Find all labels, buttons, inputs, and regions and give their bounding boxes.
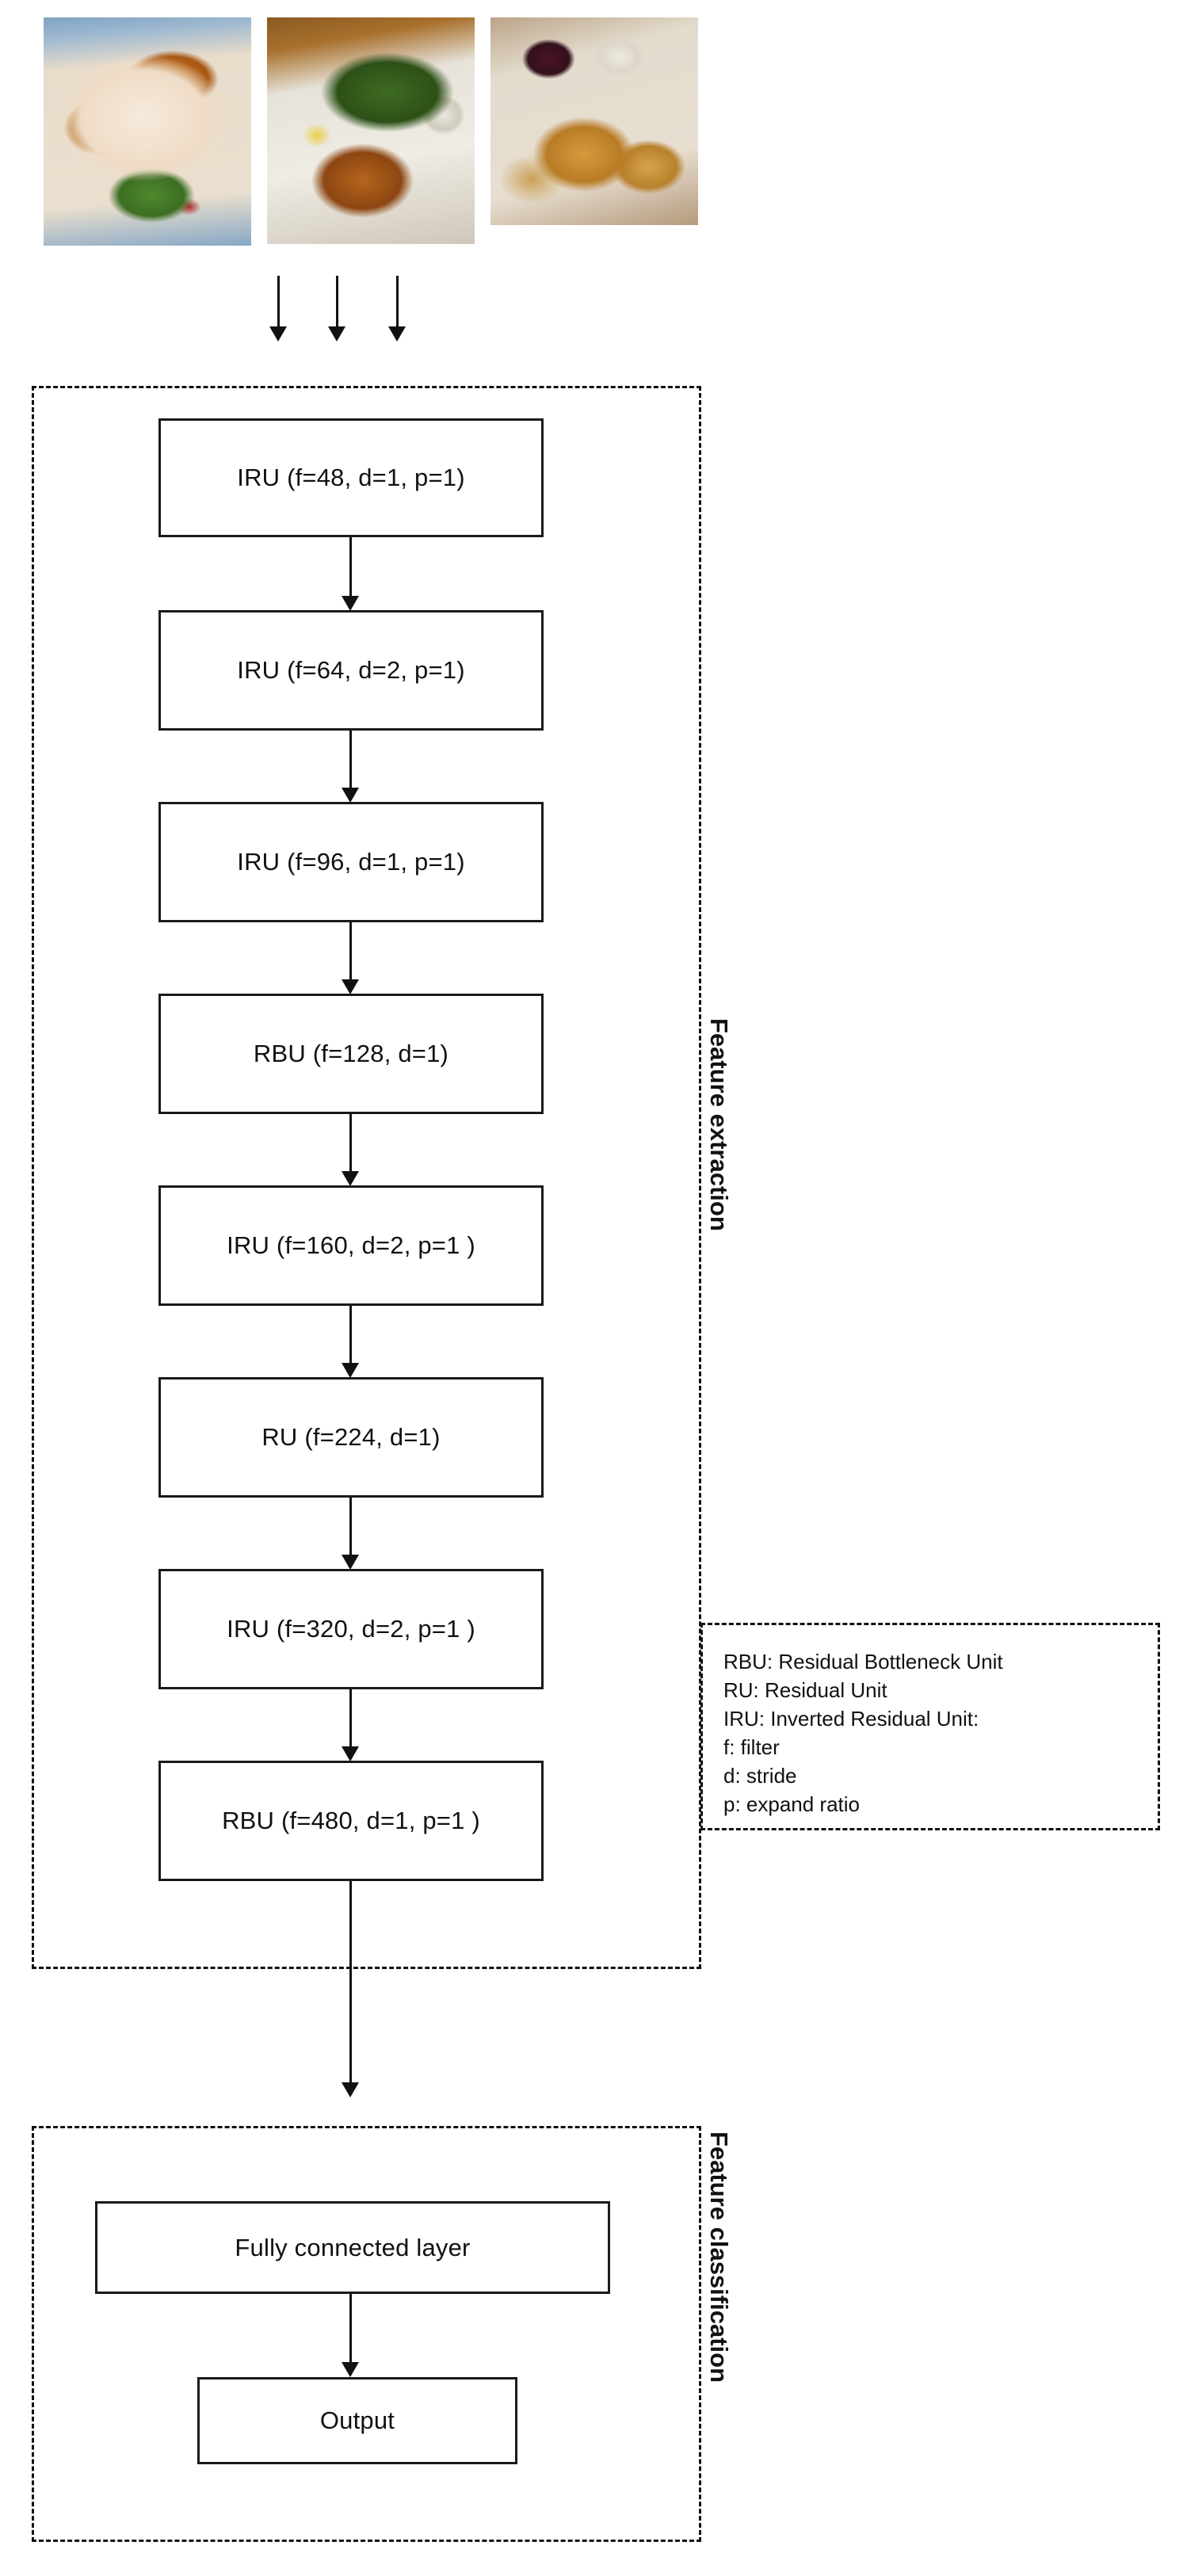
block-rbu-480-label: RBU (f=480, d=1, p=1 ) [222,1807,480,1834]
block-iru-48: IRU (f=48, d=1, p=1) [158,418,544,537]
block-ru-224: RU (f=224, d=1) [158,1377,544,1498]
food-photo-3 [490,17,698,225]
legend-line-rbu: RBU: Residual Bottleneck Unit [723,1650,1003,1673]
block-output-label: Output [319,2406,395,2434]
block-ru-224-label: RU (f=224, d=1) [261,1423,441,1451]
edge-to-classification-head [342,2082,359,2097]
feature-extraction-label: Feature extraction [705,1018,733,1231]
edge-2-head [342,788,359,803]
legend-line-d: d: stride [723,1764,797,1788]
edge-3-line [349,922,352,984]
feature-extraction-container [32,386,701,1969]
block-iru-64-label: IRU (f=64, d=2, p=1) [237,656,465,684]
block-iru-160-label: IRU (f=160, d=2, p=1 ) [227,1231,475,1259]
edge-6-head [342,1555,359,1570]
block-iru-48-label: IRU (f=48, d=1, p=1) [237,464,465,491]
input-arrow-2-line [336,276,338,331]
edge-7-line [349,1689,352,1751]
legend-line-ru: RU: Residual Unit [723,1678,887,1702]
edge-to-classification-line [349,1881,352,2087]
feature-classification-container [32,2126,701,2542]
block-rbu-128: RBU (f=128, d=1) [158,994,544,1114]
edge-5-line [349,1306,352,1368]
legend-line-p: p: expand ratio [723,1792,861,1816]
block-iru-96: IRU (f=96, d=1, p=1) [158,802,544,922]
edge-fc-to-output-line [349,2294,352,2367]
input-arrow-3-line [396,276,399,331]
block-iru-96-label: IRU (f=96, d=1, p=1) [237,848,465,876]
input-arrow-1-head [269,326,287,342]
block-fully-connected-layer: Fully connected layer [95,2201,610,2294]
edge-1-line [349,537,352,601]
edge-5-head [342,1363,359,1378]
feature-classification-label: Feature classification [705,2131,733,2383]
legend-line-f: f: filter [723,1735,780,1759]
input-arrow-3-head [388,326,406,342]
edge-2-line [349,731,352,792]
block-output: Output [197,2377,517,2464]
input-image-strip [44,17,701,247]
legend-line-iru: IRU: Inverted Residual Unit: [723,1707,979,1731]
edge-fc-to-output-head [342,2362,359,2377]
edge-4-head [342,1171,359,1186]
block-iru-64: IRU (f=64, d=2, p=1) [158,610,544,731]
food-photo-2 [267,17,475,244]
block-rbu-480: RBU (f=480, d=1, p=1 ) [158,1761,544,1881]
input-arrow-1-line [277,276,280,331]
block-fully-connected-layer-label: Fully connected layer [235,2233,471,2261]
edge-6-line [349,1498,352,1559]
edge-4-line [349,1114,352,1176]
edge-1-head [342,596,359,611]
edge-7-head [342,1746,359,1761]
block-rbu-128-label: RBU (f=128, d=1) [253,1040,449,1067]
block-iru-320-label: IRU (f=320, d=2, p=1 ) [227,1615,475,1643]
input-arrow-2-head [328,326,345,342]
legend-box: RBU: Residual Bottleneck Unit RU: Residu… [700,1623,1160,1830]
block-iru-320: IRU (f=320, d=2, p=1 ) [158,1569,544,1689]
food-photo-1 [44,17,251,246]
block-iru-160: IRU (f=160, d=2, p=1 ) [158,1185,544,1306]
edge-3-head [342,979,359,994]
